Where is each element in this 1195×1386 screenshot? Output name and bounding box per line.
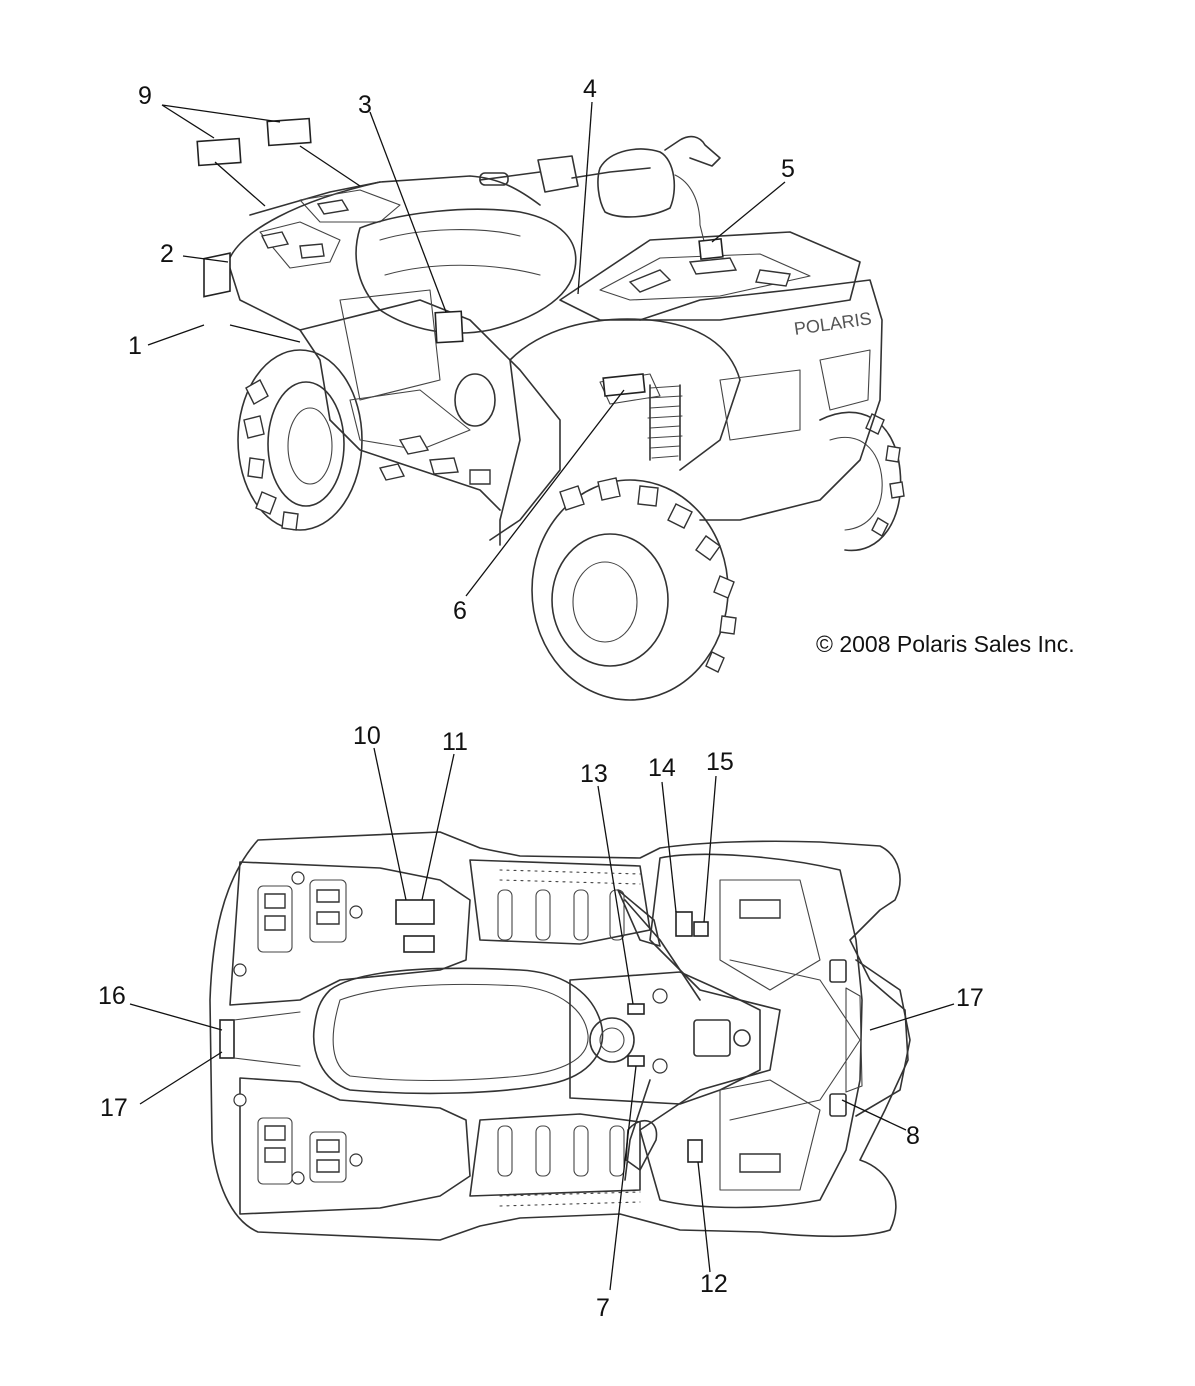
- callout-11: 11: [442, 728, 468, 756]
- front-rack-top: [639, 853, 863, 1209]
- decal-11-location[interactable]: [403, 935, 435, 953]
- handlebars: [479, 135, 721, 246]
- callout-9: 9: [138, 82, 152, 110]
- callout-6: 6: [453, 597, 467, 625]
- callout-14: 14: [648, 754, 676, 782]
- callout-13: 13: [580, 760, 608, 788]
- seat: [355, 208, 577, 334]
- callout-1: 1: [128, 332, 142, 360]
- callout-3: 3: [358, 91, 372, 119]
- atv-side-view: POLARIS: [128, 75, 905, 701]
- front-shock: [647, 384, 683, 461]
- polaris-brand-text: POLARIS: [793, 308, 873, 339]
- copyright-text: © 2008 Polaris Sales Inc.: [816, 631, 1075, 657]
- decal-16-location[interactable]: [219, 1019, 235, 1059]
- decal-9-right[interactable]: [266, 117, 312, 147]
- callout-12: 12: [700, 1270, 728, 1298]
- callout-17-rear: 17: [100, 1094, 128, 1122]
- callout-10: 10: [353, 722, 381, 750]
- rear-rack-top: [229, 861, 471, 1215]
- front-rack: [559, 231, 861, 321]
- decal-6-location[interactable]: [602, 373, 646, 397]
- decal-10-location[interactable]: [395, 899, 435, 925]
- decal-5-location[interactable]: [698, 238, 724, 260]
- callout-16: 16: [98, 982, 126, 1010]
- decal-1-sheet[interactable]: [203, 252, 231, 298]
- front-wheel: [531, 477, 737, 701]
- callout-8: 8: [906, 1122, 920, 1150]
- rear-right-wheel: [819, 411, 905, 552]
- decal-13-location[interactable]: [627, 1003, 645, 1015]
- rear-wheel: [237, 349, 363, 531]
- decal-3-location[interactable]: [434, 310, 464, 344]
- callout-5: 5: [781, 155, 795, 183]
- callout-7: 7: [596, 1294, 610, 1322]
- decal-15-location[interactable]: [693, 921, 709, 937]
- callout-4: 4: [583, 75, 597, 103]
- decal-14-location[interactable]: [675, 911, 693, 937]
- callout-17-front: 17: [956, 984, 984, 1012]
- callout-15: 15: [706, 748, 734, 776]
- decal-12-location[interactable]: [687, 1139, 703, 1163]
- seat-top: [312, 967, 604, 1095]
- fuel-tank-console: [569, 971, 761, 1105]
- footwells: [469, 859, 651, 1207]
- atv-top-view: 10 11 13 14 15 16 17 17 8 7 12: [98, 722, 984, 1322]
- decal-7-location[interactable]: [627, 1055, 645, 1067]
- callout-2: 2: [160, 240, 174, 268]
- decal-9-left[interactable]: [196, 137, 242, 167]
